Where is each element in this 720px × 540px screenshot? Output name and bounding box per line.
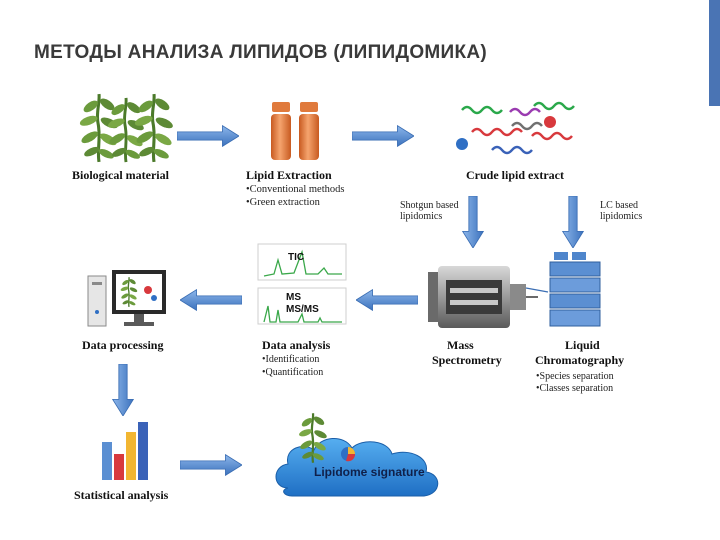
tic-label: TIC	[288, 252, 304, 263]
liquid-chromatography-label: Liquid	[565, 338, 600, 352]
arrow-processing-to-statistics	[112, 364, 134, 416]
arrow-ms-to-data-analysis	[356, 289, 418, 311]
mass-spectrometer-icon	[428, 266, 538, 328]
crude-lipid-molecules-icon	[456, 101, 575, 155]
mass-spectrometry-label: Spectrometry	[432, 353, 502, 367]
crude-lipid-extract-label: Crude lipid extract	[466, 168, 564, 182]
computer-icon	[87, 270, 166, 327]
statistical-analysis-label: Statistical analysis	[74, 488, 169, 502]
arrow-analysis-to-processing	[180, 289, 242, 311]
mass-spectrometry-label: Mass	[447, 338, 474, 352]
statistics-bar-chart-icon	[102, 422, 148, 480]
data-analysis-label: Data analysis	[262, 338, 331, 352]
slide-title: МЕТОДЫ АНАЛИЗА ЛИПИДОВ (ЛИПИДОМИКА)	[34, 42, 488, 63]
lipid-extraction-label: Lipid Extraction	[246, 168, 332, 182]
accent-bar	[709, 0, 720, 106]
arrow-crude-to-lc	[562, 196, 584, 248]
lipidome-signature-label: Lipidome signature	[314, 465, 425, 479]
data-analysis-item: •Identification	[262, 354, 320, 365]
lc-based-label: LC based	[600, 200, 639, 211]
lipid-extraction-item: •Conventional methods	[246, 184, 345, 195]
lipid-extraction-vials-icon	[271, 102, 319, 160]
lipid-extraction-item: •Green extraction	[246, 197, 320, 208]
lc-item: •Classes separation	[536, 383, 614, 394]
data-processing-label: Data processing	[82, 338, 164, 352]
spectra-panels-icon: TIC MS MS/MS	[257, 243, 347, 325]
biological-material-plant-icon	[78, 92, 175, 164]
ms-label: MS	[286, 292, 301, 303]
msms-label: MS/MS	[286, 304, 319, 315]
shotgun-label: lipidomics	[400, 211, 443, 222]
arrow-bio-to-extraction	[177, 125, 239, 147]
arrow-crude-to-ms	[462, 196, 484, 248]
data-analysis-item: •Quantification	[262, 367, 324, 378]
liquid-chromatography-label: Chromatography	[535, 353, 625, 367]
lipidome-signature-cloud: Lipidome signature	[275, 411, 439, 497]
lc-item: •Species separation	[536, 371, 614, 382]
liquid-chromatograph-icon	[525, 252, 601, 327]
lc-based-label: lipidomics	[600, 211, 643, 222]
biological-material-label: Biological material	[72, 168, 169, 182]
shotgun-label: Shotgun based	[400, 200, 459, 211]
arrow-extraction-to-crude	[352, 125, 414, 147]
arrow-statistics-to-signature	[180, 454, 242, 476]
